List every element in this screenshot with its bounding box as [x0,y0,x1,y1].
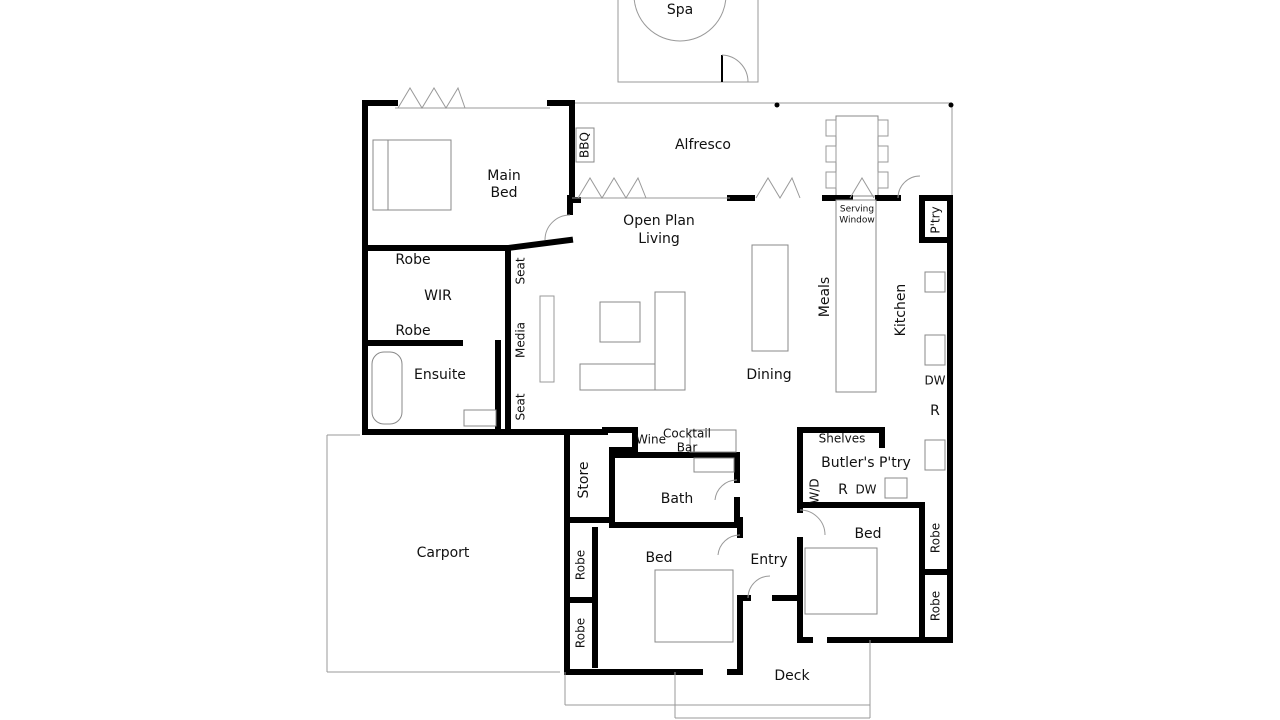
label-shelves: Shelves [819,432,866,446]
label-serving-1: Serving [840,205,874,215]
label-r-butler: R [838,482,848,498]
label-serving-2: Window [839,216,875,226]
label-dw-kitchen: DW [924,374,945,388]
label-robe-bed3-b: Robe [929,591,943,621]
label-robe-top: Robe [395,252,430,268]
label-meals: Meals [817,277,833,317]
fixtures [326,86,946,719]
label-carport: Carport [417,545,470,561]
label-alfresco: Alfresco [675,137,731,153]
spa-area [617,0,759,83]
label-media: Media [514,322,528,358]
label-wine: Wine [636,433,666,447]
label-open-plan-2: Living [638,231,680,247]
alfresco-outline [572,102,954,197]
label-bath: Bath [661,491,694,507]
label-seat-top: Seat [514,257,528,284]
label-robe-bottom: Robe [395,323,430,339]
label-cocktail-2: Bar [677,441,698,455]
label-cocktail-1: Cocktail [663,427,711,441]
label-entry: Entry [750,552,787,568]
label-pantry: P'try [929,206,943,233]
label-wd: W/D [808,478,822,503]
label-robe-bed2-b: Robe [574,618,588,648]
label-dw-butler: DW [855,483,876,497]
label-main-bed-2: Bed [490,185,517,201]
walls [362,100,953,675]
label-open-plan-1: Open Plan [623,213,695,229]
label-kitchen: Kitchen [893,284,909,337]
label-butlers-pantry: Butler's P'try [821,455,911,471]
label-bed-3: Bed [854,526,881,542]
label-wir: WIR [424,288,452,304]
label-r-kitchen: R [930,403,940,419]
label-robe-bed2-a: Robe [574,550,588,580]
label-dining: Dining [746,367,791,383]
label-deck: Deck [774,668,810,684]
label-bbq: BBQ [578,132,592,158]
label-main-bed-1: Main [487,168,520,184]
label-store: Store [576,461,592,498]
label-bed-2: Bed [645,550,672,566]
label-seat-bottom: Seat [514,393,528,420]
label-robe-bed3-a: Robe [929,523,943,553]
label-spa: Spa [667,2,693,18]
label-ensuite: Ensuite [414,367,466,383]
